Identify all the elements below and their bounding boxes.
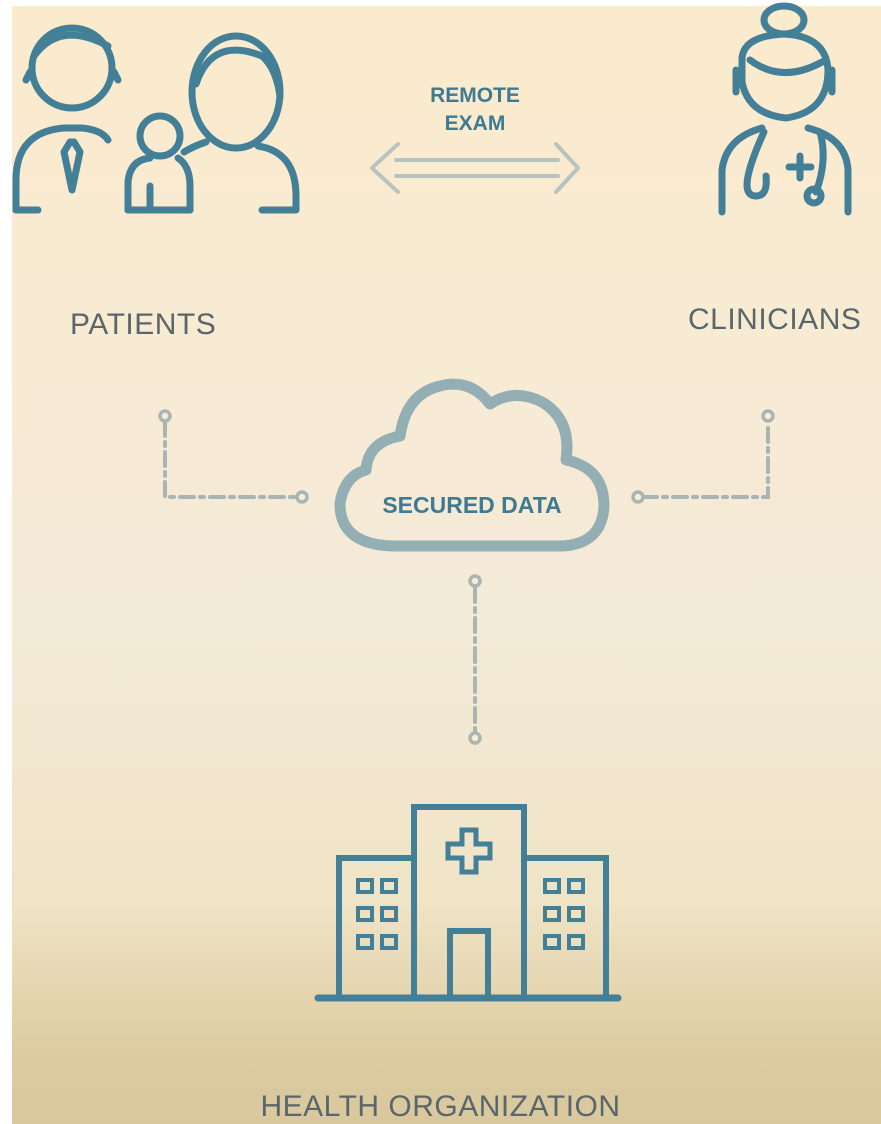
health-organization-label: HEALTH ORGANIZATION	[260, 1090, 621, 1123]
remote-exam-line1: REMOTE	[430, 84, 520, 107]
clinicians-label: CLINICIANS	[688, 303, 862, 336]
patients-label: PATIENTS	[70, 308, 217, 341]
cloud-icon	[334, 378, 610, 552]
family-icon	[12, 24, 300, 214]
secured-data-label: SECURED DATA	[382, 492, 562, 518]
remote-exam-label: REMOTE EXAM	[400, 82, 550, 138]
remote-exam-line2: EXAM	[444, 112, 506, 135]
hospital-icon	[314, 804, 622, 1002]
connector-nodes	[158, 409, 775, 745]
diagram-background	[12, 6, 881, 1124]
doctor-icon	[718, 2, 852, 216]
connector-lines	[163, 420, 770, 734]
double-arrow-icon	[370, 142, 580, 194]
